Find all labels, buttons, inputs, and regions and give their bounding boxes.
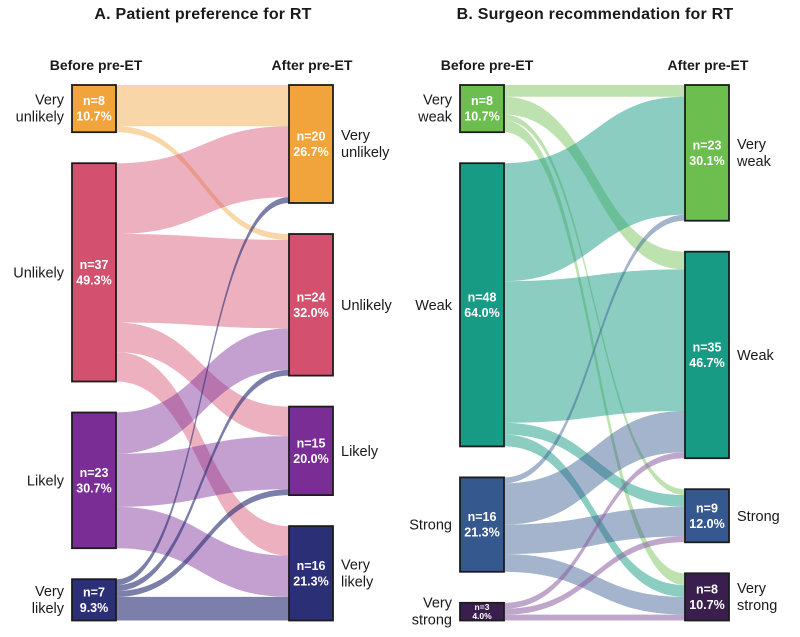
node-b-after-weak-label: Weak: [737, 348, 775, 364]
flow-a-very-unlikely-to-very-unlikely: [116, 85, 289, 127]
node-a-before-unlikely-label: Unlikely: [13, 265, 65, 281]
flow-b-weak-to-very-weak: [504, 96, 685, 282]
node-a-after-likely-label: Likely: [341, 444, 379, 460]
node-a-after-very-unlikely: [288, 84, 334, 204]
node-a-before-very-likely: [71, 578, 117, 622]
panel-b-after-header: After pre-ET: [667, 57, 749, 73]
panel-a-after-header: After pre-ET: [271, 57, 353, 73]
flow-a-unlikely-to-likely: [116, 322, 289, 437]
node-b-before-weak-label: Weak: [415, 298, 453, 314]
node-a-before-unlikely: [71, 162, 117, 383]
node-a-after-unlikely: [288, 233, 334, 377]
node-b-after-very-weak: [684, 84, 730, 222]
flow-b-weak-to-weak: [504, 269, 685, 423]
flow-a-unlikely-to-very-unlikely: [116, 126, 289, 234]
flow-a-very-unlikely-to-unlikely: [116, 126, 289, 240]
node-b-after-weak: [684, 250, 730, 460]
flow-a-very-likely-to-unlikely: [116, 369, 289, 591]
node-b-before-strong: [459, 476, 505, 573]
node-a-before-likely-label: Likely: [27, 473, 65, 489]
node-b-after-very-strong: [684, 572, 730, 622]
flow-b-very-strong-to-very-strong: [504, 614, 685, 621]
flow-b-very-strong-to-strong: [504, 536, 685, 615]
node-a-before-likely: [71, 411, 117, 550]
flow-b-strong-to-very-strong: [504, 554, 685, 615]
panel-b-before-header: Before pre-ET: [440, 57, 534, 73]
flow-a-very-likely-to-very-likely: [116, 596, 289, 621]
node-b-before-weak: [459, 162, 505, 448]
node-b-before-strong-label: Strong: [409, 518, 452, 534]
node-b-before-very-strong: [459, 601, 505, 622]
flow-a-very-likely-to-likely: [116, 489, 289, 597]
panel-a-title: A. Patient preference for RT: [94, 6, 312, 23]
flow-b-weak-to-very-strong: [504, 434, 685, 597]
node-b-before-very-weak: [459, 84, 505, 134]
flow-b-very-weak-to-very-weak: [504, 85, 685, 97]
flow-b-strong-to-very-weak: [504, 214, 685, 484]
flow-b-weak-to-strong: [504, 422, 685, 507]
panel-a-before-header: Before pre-ET: [49, 57, 143, 73]
flow-b-very-strong-to-weak: [504, 452, 685, 609]
flow-a-unlikely-to-very-likely: [116, 352, 289, 556]
node-a-after-unlikely-label: Unlikely: [341, 298, 393, 314]
panel-b-title: B. Surgeon recommendation for RT: [456, 6, 734, 23]
flow-a-likely-to-likely: [116, 436, 289, 507]
node-a-after-likely: [288, 405, 334, 497]
flow-a-unlikely-to-unlikely: [116, 234, 289, 329]
flow-b-strong-to-weak: [504, 411, 685, 525]
node-a-after-very-likely: [288, 525, 334, 622]
node-a-before-very-unlikely: [71, 84, 117, 134]
node-b-after-strong-label: Strong: [737, 509, 780, 525]
flow-a-very-likely-to-very-unlikely: [116, 197, 289, 586]
flow-a-likely-to-very-likely: [116, 506, 289, 597]
node-b-after-strong: [684, 488, 730, 544]
